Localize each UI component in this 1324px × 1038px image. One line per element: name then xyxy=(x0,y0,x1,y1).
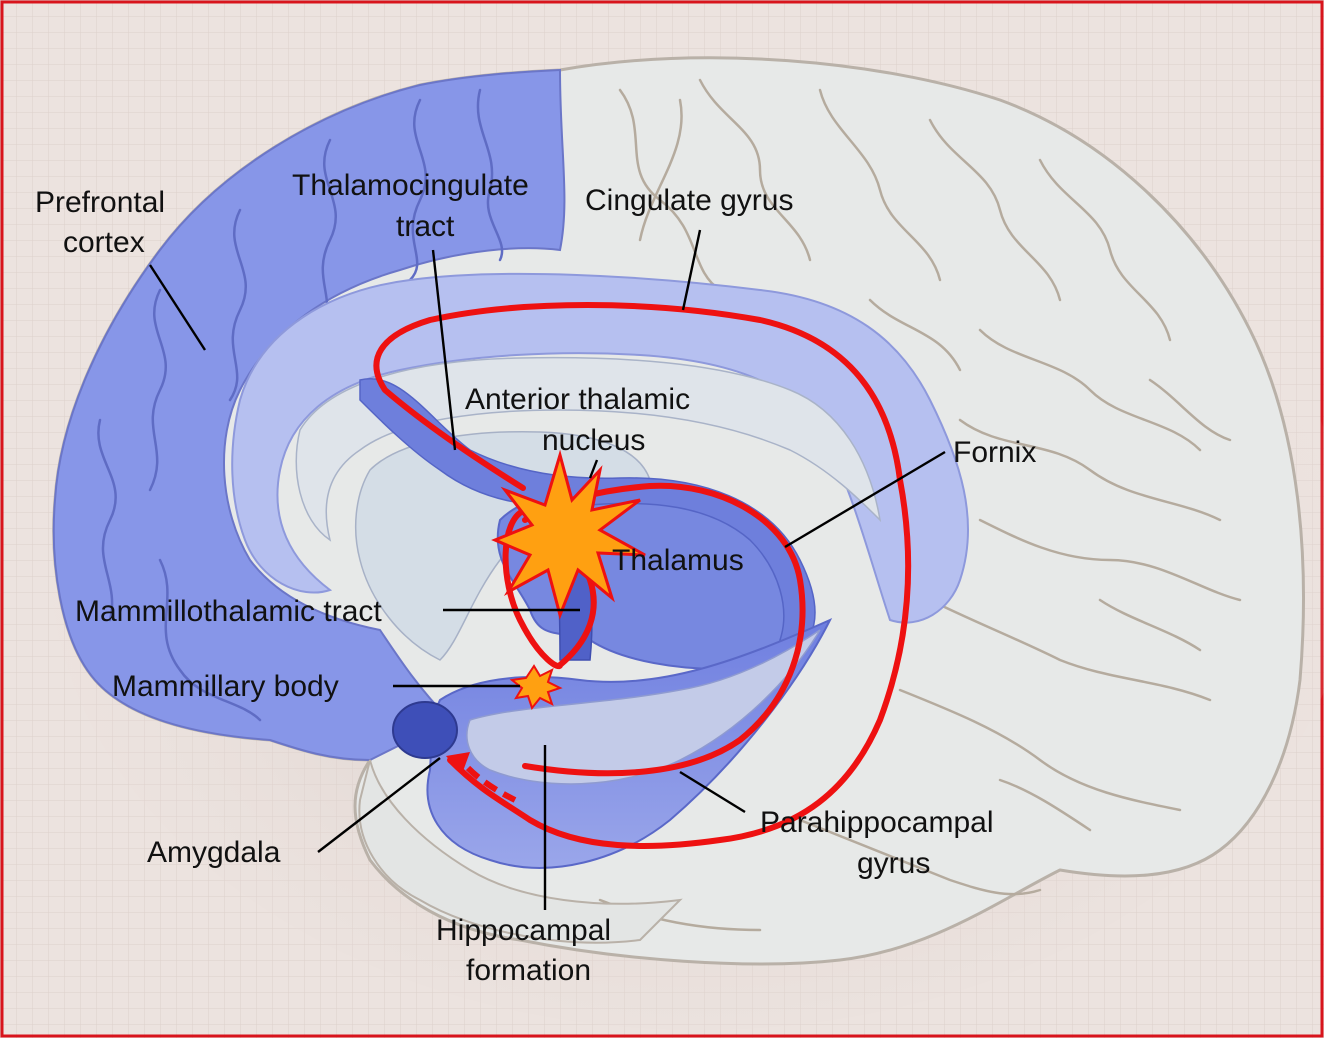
label-prefrontal-cortex-line1: Prefrontal xyxy=(35,186,165,219)
amygdala-region xyxy=(393,702,457,758)
label-parahippocampal-gyrus-line1: Parahippocampal xyxy=(760,806,993,839)
label-parahippocampal-gyrus-line2: gyrus xyxy=(857,847,930,880)
label-mammillary-body: Mammillary body xyxy=(112,670,339,703)
label-cingulate-gyrus: Cingulate gyrus xyxy=(585,184,793,217)
label-thalamocingulate-tract-line2: tract xyxy=(396,210,455,243)
label-anterior-thalamic-nucleus-line1: Anterior thalamic xyxy=(465,383,690,416)
label-thalamocingulate-tract-line1: Thalamocingulate xyxy=(292,169,529,202)
label-fornix: Fornix xyxy=(953,436,1036,469)
label-mammillothalamic-tract: Mammillothalamic tract xyxy=(75,595,382,628)
label-hippocampal-formation-line2: formation xyxy=(466,954,591,987)
label-amygdala: Amygdala xyxy=(147,836,281,869)
label-thalamus: Thalamus xyxy=(612,544,744,577)
label-prefrontal-cortex-line2: cortex xyxy=(63,226,145,259)
label-hippocampal-formation-line1: Hippocampal xyxy=(436,914,611,947)
label-anterior-thalamic-nucleus-line2: nucleus xyxy=(542,424,645,457)
